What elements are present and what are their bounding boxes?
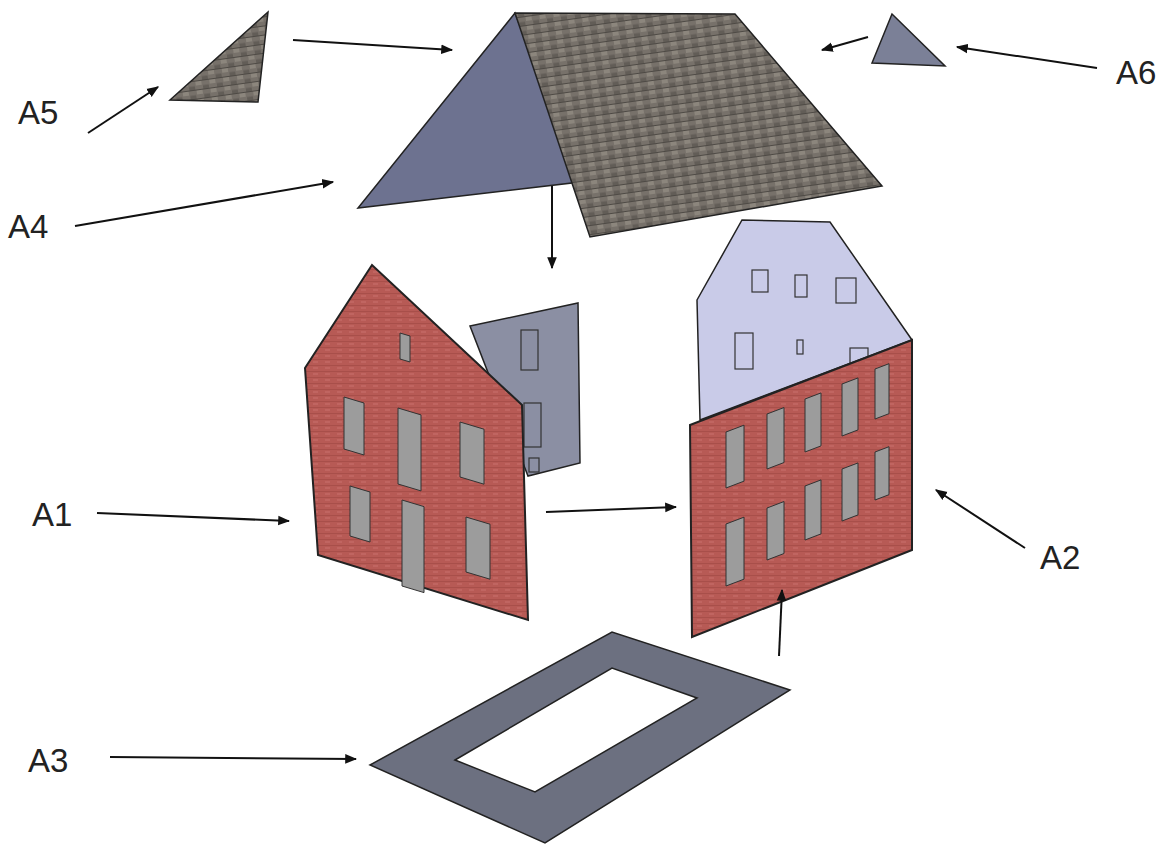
window-outline	[795, 275, 807, 297]
window	[350, 486, 370, 542]
window	[726, 517, 744, 586]
side-wall-windows	[726, 364, 889, 586]
window	[400, 333, 410, 362]
callout-label: A1	[32, 498, 72, 531]
window	[466, 517, 490, 579]
window	[767, 408, 784, 469]
window-outline	[521, 330, 538, 370]
roof-triangle-plain	[872, 14, 945, 66]
window	[805, 480, 821, 540]
rear-gable-windows	[735, 270, 868, 369]
leader-arrow	[97, 513, 289, 521]
leader-arrow	[75, 182, 333, 226]
window-outline	[735, 333, 753, 369]
leader-arrow	[110, 757, 356, 759]
window	[402, 500, 424, 593]
roof-tile-panel	[515, 13, 882, 237]
arrow-group	[75, 37, 1097, 759]
callout-label: A6	[1116, 56, 1156, 89]
window-outline	[529, 458, 539, 472]
base-frame	[370, 632, 790, 843]
roof-triangle-tiled	[170, 12, 268, 102]
window	[875, 447, 889, 500]
assembly-arrow	[551, 186, 553, 268]
front-gable-wall	[305, 265, 528, 620]
front-wall-windows	[344, 333, 490, 593]
leader-arrow	[88, 87, 158, 133]
leader-arrow	[957, 47, 1097, 68]
assembly-arrow	[546, 507, 676, 512]
assembly-arrow	[779, 590, 782, 656]
window	[460, 422, 484, 484]
window-outline	[836, 278, 856, 303]
callout-label: A2	[1040, 541, 1080, 574]
window	[767, 502, 784, 560]
window	[344, 397, 364, 455]
side-wall	[690, 340, 912, 637]
window	[842, 378, 858, 436]
window	[875, 364, 889, 419]
window-outline	[524, 403, 541, 447]
window-outline	[752, 270, 768, 292]
callout-label: A4	[8, 210, 48, 243]
window	[726, 425, 744, 488]
assembly-arrow	[822, 37, 868, 50]
callout-label: A5	[18, 96, 58, 129]
window	[842, 463, 858, 521]
window	[805, 393, 821, 452]
window	[398, 408, 421, 491]
assembly-arrow	[293, 40, 452, 50]
window-outline	[797, 340, 803, 354]
callout-label: A3	[28, 744, 68, 777]
leader-arrow	[936, 490, 1025, 548]
